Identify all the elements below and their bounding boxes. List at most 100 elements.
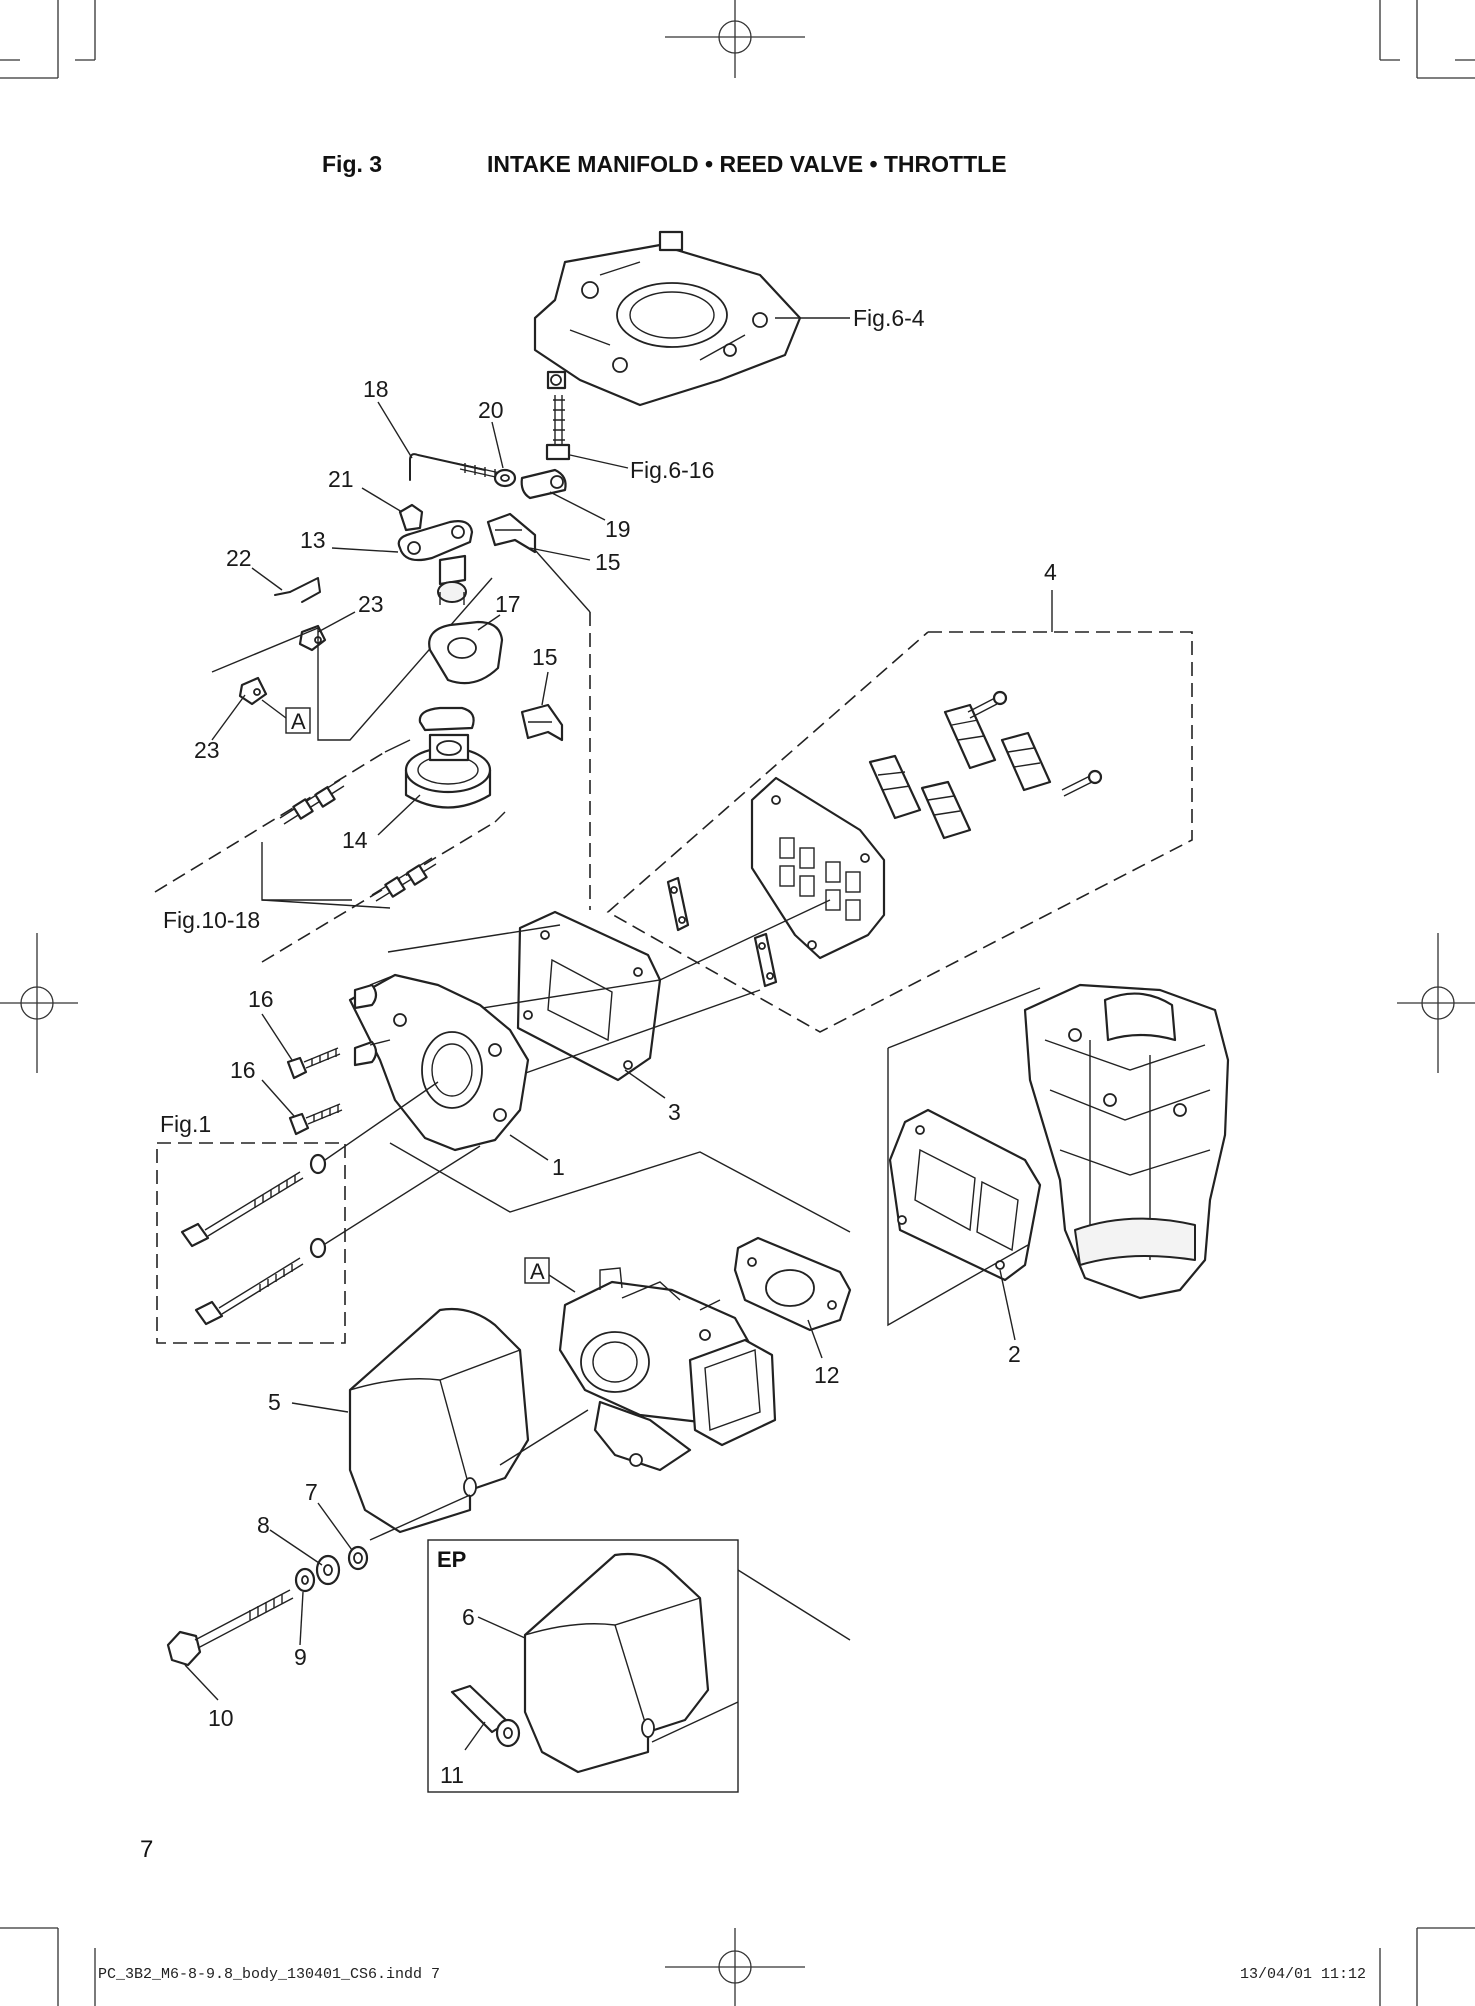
assembly-guide-gasket-c (519, 989, 761, 1076)
page-number: 7 (140, 1836, 153, 1863)
registration-mark-top (665, 0, 805, 78)
part-11-clamp-tab (450, 1684, 521, 1748)
assembly-guide-silencer (369, 1409, 589, 1541)
part-14-throttle-cam (404, 706, 492, 809)
callout-23-upper: 23 (358, 591, 384, 617)
leader-18 (377, 401, 413, 459)
registration-mark-bottom (665, 1928, 805, 2006)
callout-8: 8 (257, 1512, 270, 1538)
box-label-a-lower: A (530, 1259, 545, 1284)
callout-23-lower: 23 (194, 737, 220, 763)
reed-valve-plate (750, 776, 886, 960)
part-12-carb-gasket (733, 1236, 852, 1332)
leader-fig-10-18-b (261, 899, 391, 909)
throttle-cable-lower (261, 811, 506, 963)
leader-16-lower (261, 1079, 295, 1117)
leader-19 (549, 491, 606, 521)
ref-fig-6-16: Fig.6-16 (630, 457, 714, 483)
leader-10 (184, 1664, 219, 1701)
leader-13 (331, 547, 399, 553)
leader-23-upper (317, 611, 356, 633)
reed-valve-assembly-group (606, 631, 1193, 1033)
leader-2 (999, 1269, 1016, 1341)
throttle-cable-upper (154, 739, 411, 893)
callout-4: 4 (1044, 559, 1057, 585)
leader-9 (299, 1591, 304, 1646)
part-15-upper-clip (486, 512, 537, 554)
leader-fig-6-16 (569, 454, 629, 469)
leader-1 (509, 1134, 549, 1161)
callout-11: 11 (440, 1762, 464, 1788)
leader-23-lower (211, 694, 246, 741)
leader-12 (807, 1319, 823, 1359)
part-23-lower-clip (238, 676, 268, 706)
part-1-intake-manifold (348, 973, 530, 1152)
callout-21: 21 (328, 466, 354, 492)
fig-1-bolts-group (156, 1142, 346, 1344)
leader-7 (317, 1502, 353, 1551)
assembly-guide-lever (317, 577, 493, 741)
part-20-nut (493, 468, 517, 488)
callout-10: 10 (208, 1705, 234, 1731)
part-8-washer (315, 1554, 341, 1586)
callout-16-upper: 16 (248, 986, 274, 1012)
footer-file-name: PC_3B2_M6-8-9.8_body_130401_CS6.indd 7 (98, 1966, 440, 1983)
part-9-washer (294, 1567, 316, 1593)
callout-18: 18 (363, 376, 389, 402)
callout-5: 5 (268, 1389, 281, 1415)
part-16-lower-screw (288, 1103, 343, 1136)
callout-15-upper: 15 (595, 549, 621, 575)
part-13-throttle-lever (397, 520, 474, 605)
leader-6 (477, 1616, 526, 1639)
part-5-silencer-cover (348, 1307, 530, 1534)
assembly-guide-right-bracket (887, 987, 1041, 1327)
crankcase-block-part (1023, 983, 1230, 1300)
ep-variant-box (427, 1539, 739, 1793)
leader-20 (491, 421, 504, 469)
registration-mark-right (1397, 933, 1475, 1073)
crankcase-cover-part (533, 230, 802, 407)
callout-6: 6 (462, 1604, 475, 1630)
leader-17 (477, 614, 501, 631)
leader-3 (624, 1069, 666, 1099)
ref-fig-10-18: Fig.10-18 (163, 907, 260, 933)
callout-2: 2 (1008, 1341, 1021, 1367)
leader-8 (269, 1529, 323, 1566)
assembly-guide-link (211, 627, 319, 673)
part-16-upper-screw (286, 1047, 341, 1080)
leader-21 (361, 487, 403, 513)
reed-valve-petals-a (868, 754, 972, 840)
assembly-guide-gasket-b (469, 899, 831, 1011)
assembly-guide-bolts (324, 1081, 481, 1245)
leader-22 (251, 567, 283, 591)
reed-stopper-strips (666, 876, 778, 988)
assembly-guide-clip (534, 549, 591, 613)
callout-13: 13 (300, 527, 326, 553)
leader-15-upper (529, 547, 591, 561)
leader-a-upper (261, 699, 287, 719)
reference-box-a-lower: A (524, 1257, 550, 1284)
figure-number: Fig. 3 (322, 151, 382, 177)
callout-7: 7 (305, 1479, 318, 1505)
part-22-link-wire (274, 577, 321, 603)
assembly-guide-gasket-a (387, 924, 561, 953)
part-6-silencer-cover-ep (523, 1552, 710, 1774)
ref-fig-6-4: Fig.6-4 (853, 305, 925, 331)
leader-11 (464, 1721, 486, 1751)
fig-1-lower-bolt (194, 1237, 327, 1326)
part-19-ball-joint (520, 468, 567, 500)
callout-15-lower: 15 (532, 644, 558, 670)
part-3-gasket (516, 910, 662, 1082)
callout-19: 19 (605, 516, 631, 542)
leader-15-lower (541, 671, 549, 706)
part-18-rod (409, 453, 501, 481)
reed-valve-screws (967, 690, 1103, 797)
callout-3: 3 (668, 1099, 681, 1125)
leader-14 (377, 794, 421, 836)
callout-20: 20 (478, 397, 504, 423)
assembly-guide-carb (389, 1142, 851, 1233)
ep-label: EP (437, 1547, 466, 1572)
callout-1: 1 (552, 1154, 565, 1180)
